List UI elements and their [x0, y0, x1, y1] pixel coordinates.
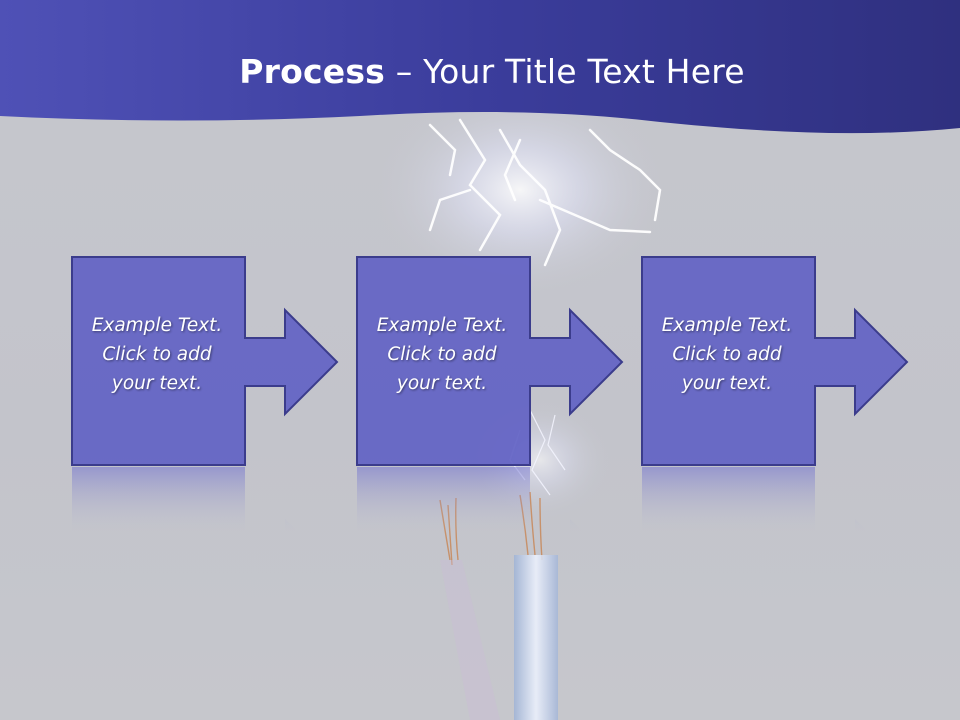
step-line: Example Text. [376, 315, 508, 336]
step-line: your text. [111, 373, 203, 394]
arrow-box-shape [356, 256, 624, 466]
process-step-3[interactable]: Example Text. Click to add your text. [641, 255, 911, 467]
step-line: Example Text. [661, 315, 793, 336]
step-line: Example Text. [91, 315, 223, 336]
title-bold: Process [239, 52, 386, 91]
step-reflection [72, 467, 303, 537]
step-reflection [642, 467, 873, 537]
slide-title[interactable]: Process – Your Title Text Here [0, 52, 960, 91]
step-line: Click to add [672, 344, 782, 365]
step-text: Example Text. Click to add your text. [647, 311, 807, 398]
step-line: your text. [681, 373, 773, 394]
process-step-2[interactable]: Example Text. Click to add your text. [356, 255, 626, 467]
arrow-box-shape [641, 256, 909, 466]
step-line: Click to add [102, 344, 212, 365]
step-reflection [357, 467, 588, 537]
step-line: your text. [396, 373, 488, 394]
step-line: Click to add [387, 344, 497, 365]
header-band [0, 0, 960, 134]
arrow-box-shape [71, 256, 339, 466]
process-step-1[interactable]: Example Text. Click to add your text. [71, 255, 341, 467]
step-text: Example Text. Click to add your text. [77, 311, 237, 398]
step-text: Example Text. Click to add your text. [362, 311, 522, 398]
title-rest: – Your Title Text Here [385, 52, 745, 91]
